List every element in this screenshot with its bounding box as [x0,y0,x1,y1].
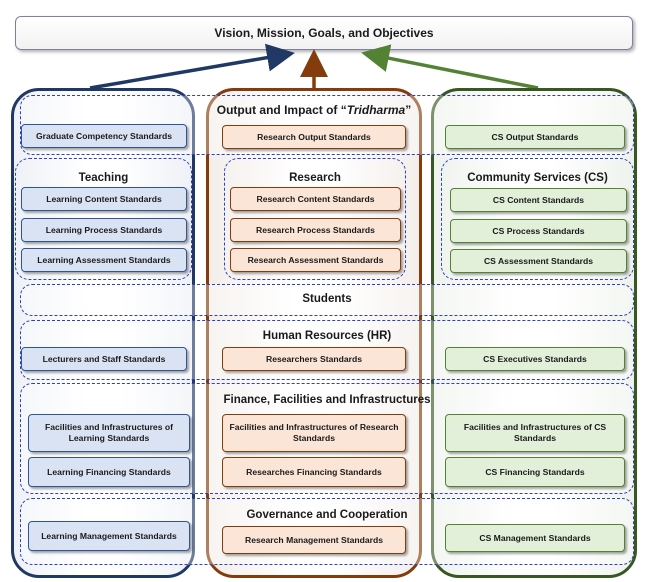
researches-financing-box: Researches Financing Standards [222,457,406,487]
students-heading: Students [302,293,352,305]
finance-heading: Finance, Facilities and Infrastructures [223,394,431,406]
facilities-cs-box: Facilities and Infrastructures of CS Sta… [445,414,625,452]
community-column [431,88,637,578]
community-heading: Community Services (CS) [467,172,608,184]
arrow-community [361,44,539,90]
arrow-teaching [89,43,295,90]
cs-executives-box: CS Executives Standards [445,347,625,371]
graduate-competency-box: Graduate Competency Standards [21,124,187,148]
research-output-heading: Output and Impact of “Tridharma” [216,103,412,117]
facilities-research-box: Facilities and Infrastructures of Resear… [222,414,406,452]
cs-content-box: CS Content Standards [450,188,627,212]
community-group [441,158,634,280]
cs-financing-box: CS Financing Standards [445,457,625,487]
research-group [224,158,406,280]
research-management-box: Research Management Standards [222,526,406,554]
tridharma-term: Tridharma [346,103,406,117]
research-column [206,88,422,578]
students-band [20,284,634,316]
learning-assessment-box: Learning Assessment Standards [21,248,187,272]
research-heading: Research [289,172,341,184]
diagram-title: Vision, Mission, Goals, and Objectives [15,16,633,50]
research-content-box: Research Content Standards [230,187,401,211]
hr-heading: Human Resources (HR) [262,330,392,342]
facilities-learning-box: Facilities and Infrastructures of Learni… [28,414,190,452]
governance-heading: Governance and Cooperation [246,509,408,521]
lecturers-staff-box: Lecturers and Staff Standards [21,347,187,371]
teaching-heading: Teaching [78,172,129,184]
arrows [89,43,539,90]
learning-financing-box: Learning Financing Standards [28,457,190,487]
learning-content-box: Learning Content Standards [21,187,187,211]
cs-output-box: CS Output Standards [445,125,625,149]
research-output-box: Research Output Standards [222,125,406,149]
cs-assessment-box: CS Assessment Standards [450,249,627,273]
researchers-box: Researchers Standards [222,347,406,371]
cs-management-box: CS Management Standards [445,524,625,552]
teaching-column [11,88,195,578]
research-assessment-box: Research Assessment Standards [230,248,401,272]
cs-process-box: CS Process Standards [450,219,627,243]
research-process-box: Research Process Standards [230,218,401,242]
learning-management-box: Learning Management Standards [28,521,190,551]
learning-process-box: Learning Process Standards [21,218,187,242]
teaching-group [15,158,192,280]
